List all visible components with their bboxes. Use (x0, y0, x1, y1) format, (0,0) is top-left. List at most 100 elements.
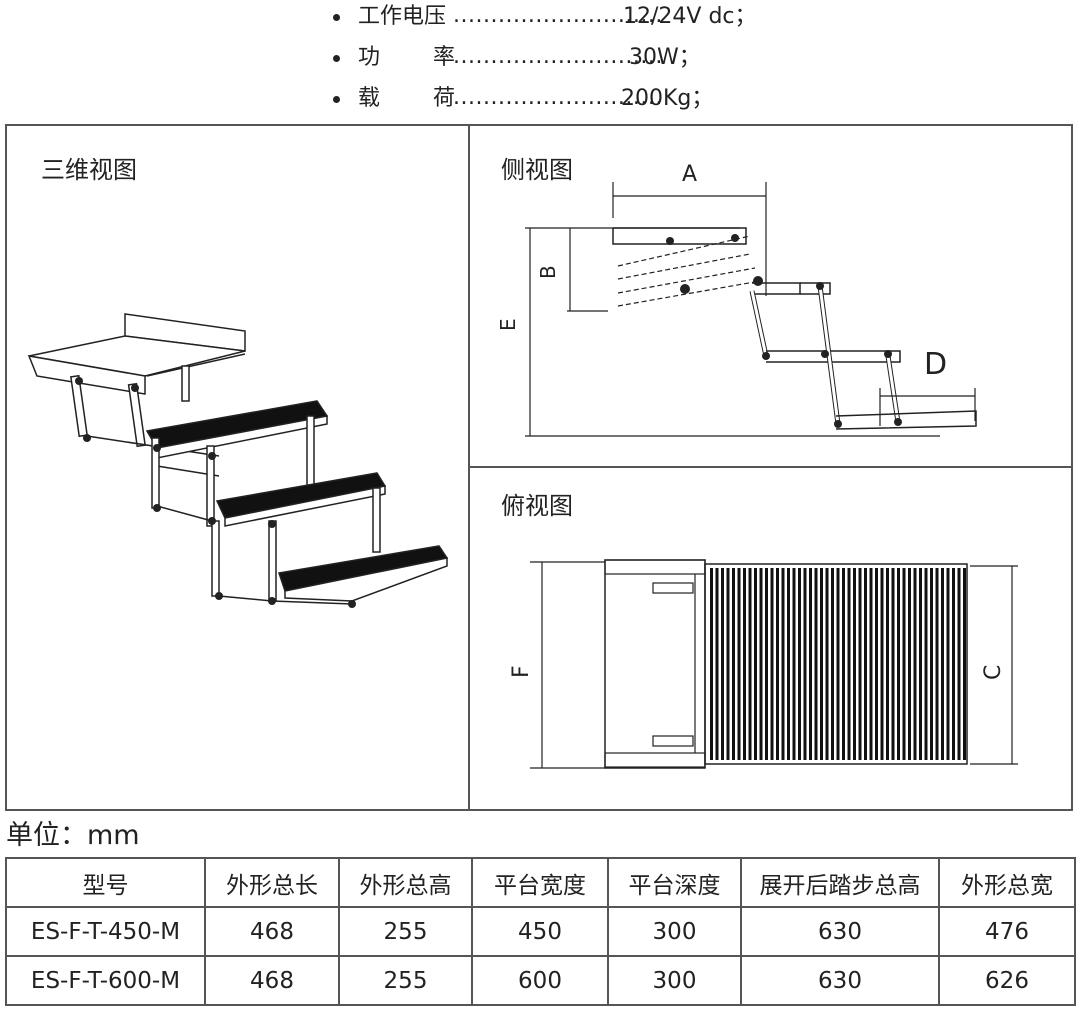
tread-slat (869, 568, 873, 760)
tread-slat (748, 568, 752, 760)
top-actuator (652, 735, 694, 747)
tread-slat (946, 568, 950, 760)
side-step-1b (800, 282, 831, 295)
tread-slat (820, 568, 823, 760)
table-cell: 630 (740, 955, 940, 1006)
table-row: ES-F-T-450-M 468 255 450 300 630 476 (5, 906, 1076, 957)
side-pivot (666, 237, 674, 245)
side-pivot (753, 276, 763, 286)
iso-pivot (208, 452, 216, 460)
iso-pivot (153, 504, 161, 512)
iso-pivot (268, 520, 276, 528)
spec-label-2: 率 (433, 45, 456, 70)
table-cell: 476 (938, 906, 1076, 957)
tread-slat (737, 568, 741, 760)
iso-bracket-rail (146, 353, 246, 377)
iso-pivot (75, 377, 83, 385)
table-header: 展开后踏步总高 (740, 857, 940, 908)
top-bracket-rail (604, 559, 706, 575)
tread-slat (798, 568, 801, 760)
tread-slat (952, 568, 955, 760)
table-cell: 468 (204, 955, 340, 1006)
side-leg-inner (818, 285, 840, 425)
tread-slat (924, 568, 928, 760)
tread-slat (759, 568, 763, 760)
spec-leader-dots: ............................ (453, 85, 663, 110)
tread-slat (726, 568, 730, 760)
iso-pivot (83, 434, 91, 442)
spec-label: 功 (358, 45, 381, 70)
tread-slat (891, 568, 895, 760)
spec-table: 型号 外形总长 外形总高 平台宽度 平台深度 展开后踏步总高 外形总宽 ES-F… (5, 857, 1076, 1006)
iso-pivot (208, 517, 216, 525)
table-cell: ES-F-T-600-M (5, 955, 206, 1006)
tread-slat (825, 568, 829, 760)
spec-leader-dots: ............................ (453, 44, 663, 69)
tread-slat (930, 568, 933, 760)
top-view-title: 俯视图 (501, 492, 573, 520)
iso-leg (206, 445, 215, 527)
spec-leader-dots: ............................ (453, 3, 663, 28)
tread-slat (897, 568, 900, 760)
table-cell: 255 (338, 906, 473, 957)
table-cell: 468 (204, 906, 340, 957)
side-leg-inner (750, 290, 768, 357)
iso-pivot (153, 444, 161, 452)
tread-slat (963, 568, 966, 760)
tread-slat (880, 568, 884, 760)
tread-slat (743, 568, 746, 760)
iso-pivot (268, 597, 276, 605)
tread-slat (957, 568, 961, 760)
table-header-row: 型号 外形总长 外形总高 平台宽度 平台深度 展开后踏步总高 外形总宽 (5, 857, 1076, 908)
spec-value: 200Kg； (621, 86, 714, 111)
iso-step-3-edge (284, 557, 448, 602)
iso-leg (211, 520, 220, 597)
tread-slats (710, 568, 966, 760)
iso-arm (127, 382, 146, 448)
tread-slat (847, 568, 851, 760)
top-view-drawing: F C (509, 559, 1018, 769)
dim-label-d: D (924, 347, 947, 382)
iso-pivot (215, 592, 223, 600)
tread-slat (715, 568, 719, 760)
spec-value: 30W； (629, 45, 701, 70)
tread-slat (803, 568, 807, 760)
iso-link (271, 600, 353, 605)
iso-bracket-front (27, 355, 146, 395)
table-cell: 630 (740, 906, 940, 957)
drawing-frame: 三维视图 (5, 124, 1073, 811)
iso-pivot (348, 600, 356, 608)
side-step-1 (752, 282, 801, 295)
side-pivot (884, 350, 892, 358)
dim-label-f: F (509, 665, 534, 678)
spec-label: 工作电压 (358, 4, 447, 29)
side-leg-inner (886, 355, 900, 423)
table-cell: 300 (607, 906, 742, 957)
spec-label-2: 荷 (433, 86, 456, 111)
iso-pivot (131, 384, 139, 392)
tread-slat (781, 568, 785, 760)
tread-slat (941, 568, 944, 760)
top-tread-frame (704, 563, 968, 765)
tread-slat (831, 568, 834, 760)
table-cell: 600 (471, 955, 609, 1006)
tread-slat (858, 568, 862, 760)
dim-label-a: A (682, 162, 697, 187)
table-header: 外形总长 (204, 857, 340, 908)
tread-slat (886, 568, 889, 760)
table-header: 外形总宽 (938, 857, 1076, 908)
table-cell: ES-F-T-450-M (5, 906, 206, 957)
side-view-drawing: A D B E (496, 162, 977, 437)
tread-slat (842, 568, 845, 760)
iso-leg (268, 520, 277, 602)
tread-slat (919, 568, 922, 760)
spec-value: 12/24V dc； (623, 4, 757, 29)
side-pivot (731, 234, 739, 242)
side-pivot (834, 420, 842, 428)
spec-label: 载 (358, 86, 381, 111)
side-pivot (680, 284, 690, 294)
tread-slat (792, 568, 796, 760)
folded-link (617, 235, 751, 267)
top-bracket-rail (604, 752, 706, 768)
tread-slat (809, 568, 812, 760)
